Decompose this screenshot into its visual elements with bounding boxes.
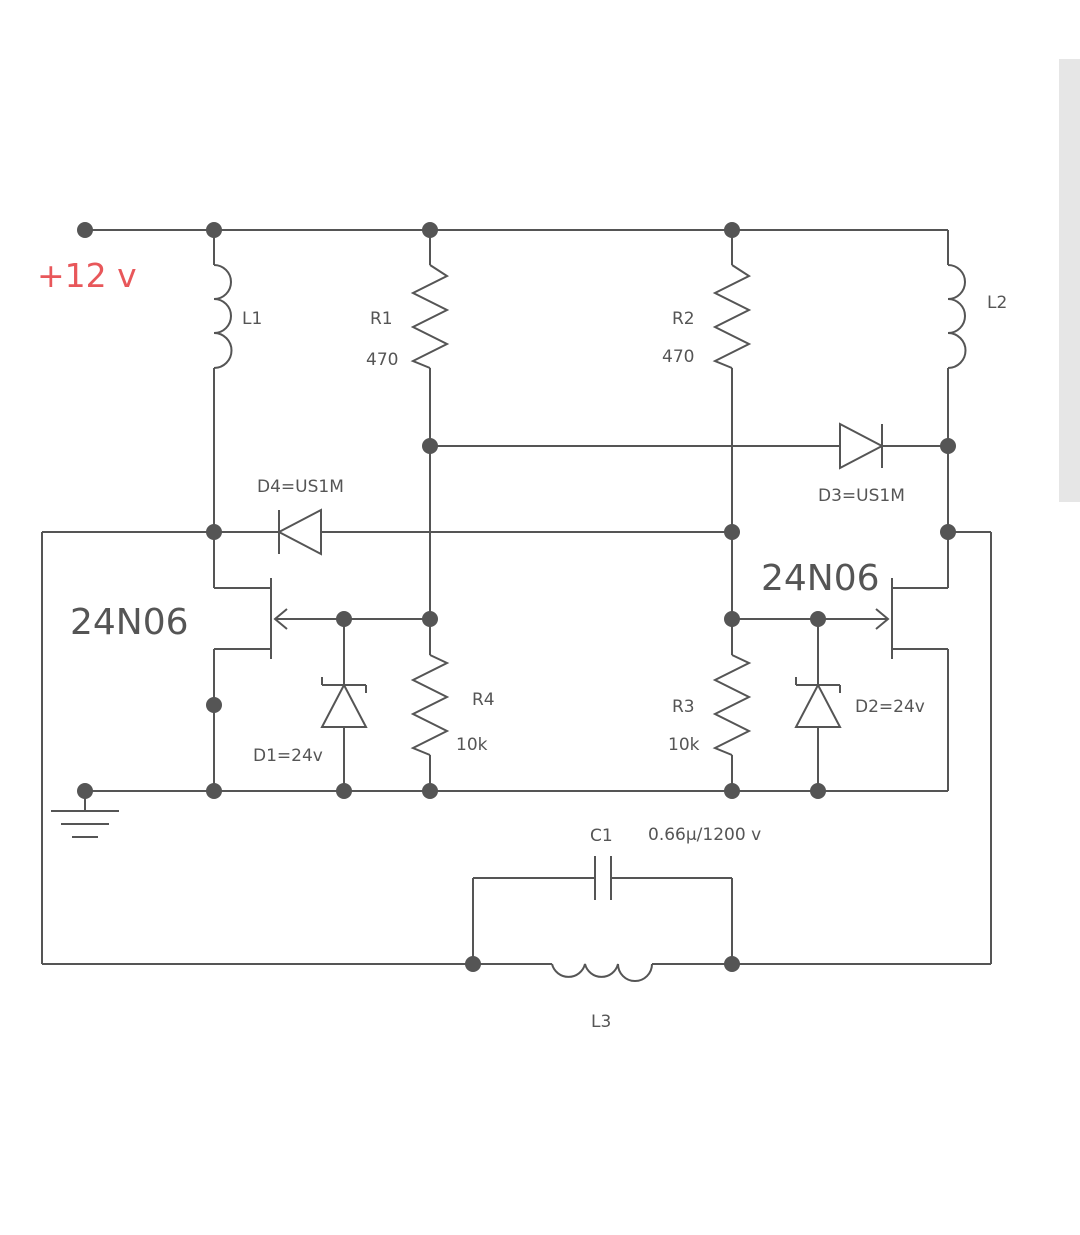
scrollbar[interactable] — [1059, 59, 1080, 502]
transistor-right — [875, 578, 893, 659]
transistor-left — [270, 578, 288, 659]
resistor-r4 — [410, 654, 450, 756]
transistor-right-label: 24N06 — [761, 558, 880, 599]
zener-diode-d1 — [320, 677, 368, 728]
l2-label: L2 — [987, 293, 1007, 313]
r3-value: 10k — [668, 735, 700, 755]
r3-label: R3 — [672, 697, 695, 717]
r4-value: 10k — [456, 735, 488, 755]
r2-value: 470 — [662, 347, 694, 367]
resistor-r2 — [712, 264, 752, 369]
diode-d4 — [276, 508, 322, 556]
inductor-l1 — [213, 264, 233, 369]
r1-label: R1 — [370, 309, 393, 329]
l1-label: L1 — [242, 309, 262, 329]
zener-diode-d2 — [794, 677, 842, 728]
resistor-r1 — [410, 264, 450, 369]
c1-label: C1 — [590, 826, 613, 846]
r4-label: R4 — [472, 690, 495, 710]
inductor-l2 — [947, 264, 967, 369]
c1-value: 0.66µ/1200 v — [648, 825, 761, 845]
l3-label: L3 — [591, 1012, 611, 1032]
r1-value: 470 — [366, 350, 398, 370]
supply-label: +12 v — [37, 256, 137, 295]
inductor-l3 — [551, 963, 653, 982]
d1-label: D1=24v — [253, 746, 323, 766]
junction-dots — [77, 222, 956, 972]
d2-label: D2=24v — [855, 697, 925, 717]
d4-label: D4=US1M — [257, 477, 344, 497]
r2-label: R2 — [672, 309, 695, 329]
transistor-left-label: 24N06 — [70, 602, 189, 643]
diode-d3 — [839, 422, 885, 470]
d3-label: D3=US1M — [818, 486, 905, 506]
resistor-r3 — [712, 654, 752, 756]
capacitor-c1 — [594, 856, 612, 900]
